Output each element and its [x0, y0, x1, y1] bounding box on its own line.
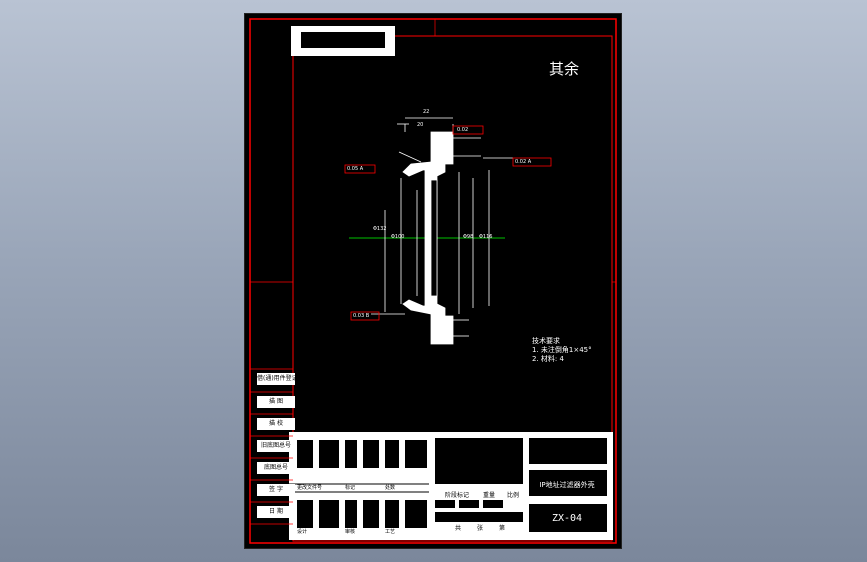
title-block-frame: [289, 432, 613, 540]
tb-scale: 比例: [507, 492, 520, 499]
side-label-tracing: 描 图: [257, 396, 295, 408]
side-label-old-base-number: 旧底图总号: [257, 440, 295, 452]
tb-stage-mark: 阶段标记: [445, 492, 470, 499]
tech-notes-title: 技术要求: [532, 337, 560, 345]
outer-frame: [249, 18, 617, 544]
drawing-number: ZX-04: [551, 513, 583, 524]
callout-4: 0.02: [457, 127, 469, 133]
side-table: [250, 368, 293, 525]
tb-row-label-2: 标记: [345, 485, 356, 491]
tb-total: 共: [455, 525, 462, 532]
callout-2: 0.02 A: [515, 159, 532, 165]
dim-dia-3: Φ98: [463, 234, 474, 240]
drawing-canvas: [249, 18, 617, 544]
side-label-date: 日 期: [257, 506, 295, 518]
tb-row-label-6: 工艺: [385, 529, 396, 535]
tb-weight: 重量: [483, 492, 496, 499]
tb-row-label-3: 处数: [385, 485, 396, 491]
dim-top-width: 22: [423, 109, 430, 115]
inner-frame: [292, 35, 613, 542]
tb-sheet-no: 第: [499, 525, 506, 532]
tech-note-2: 2. 材料: 4: [532, 355, 564, 363]
side-label-signature: 签 字: [257, 484, 295, 496]
surface-roughness-mark: 其余: [549, 60, 580, 78]
tb-sheets: 张: [477, 525, 484, 532]
dim-dia-4: Φ116: [479, 234, 493, 240]
part-section: [349, 117, 513, 345]
side-label-trace-check: 描 校: [257, 418, 295, 430]
tech-note-1: 1. 未注倒角1×45°: [532, 346, 592, 354]
tb-row-label-5: 审核: [345, 529, 356, 535]
tb-row-label-1: 更改文件号: [297, 485, 323, 491]
dim-dia-2: Φ100: [391, 234, 405, 240]
callout-3: 0.03 B: [353, 313, 370, 319]
part-name: IP地址过滤器外壳: [539, 481, 595, 489]
side-label-borrowed-parts: 借(通)用件登记: [257, 373, 295, 385]
tb-row-label-4: 设计: [297, 529, 308, 535]
drawing-sheet[interactable]: 其余 技术要求 1. 未注倒角1×45° 2. 材料: 4 22 20 Φ132…: [244, 13, 622, 549]
dim-dia-1: Φ132: [373, 226, 387, 232]
side-label-base-number: 底图总号: [257, 462, 295, 474]
callout-1: 0.05 A: [347, 166, 364, 172]
dim-inner-width: 20: [417, 122, 424, 128]
